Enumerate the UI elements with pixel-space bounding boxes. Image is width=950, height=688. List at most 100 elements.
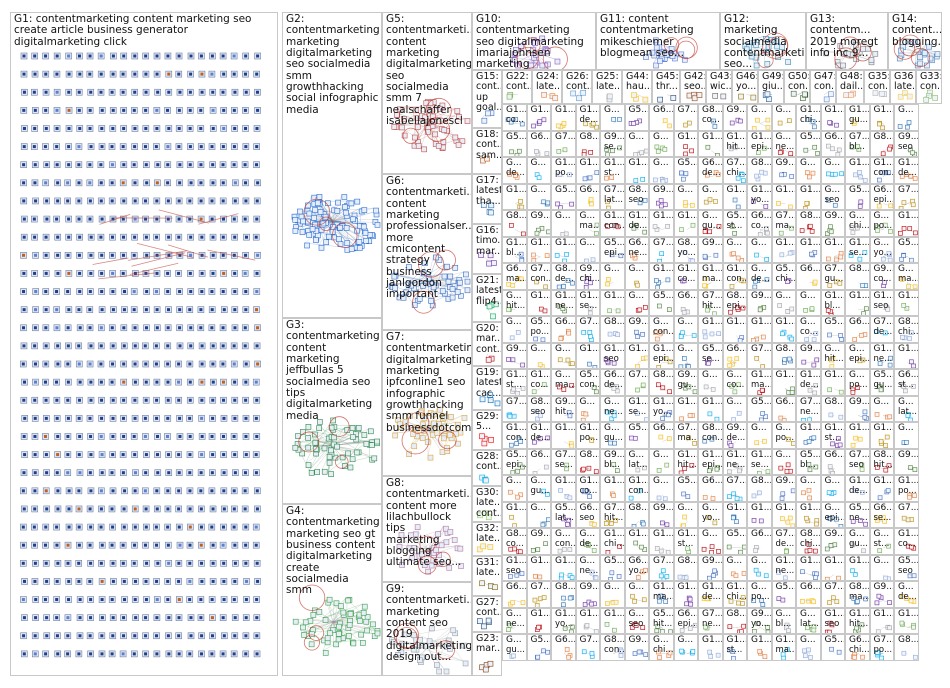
node-vertex	[520, 386, 526, 391]
node-vertex	[441, 127, 448, 133]
node-vertex	[583, 258, 589, 263]
node-vertex-core	[66, 434, 70, 438]
node-vertex-core	[77, 489, 81, 493]
node-vertex	[584, 279, 589, 285]
node-vertex	[353, 449, 360, 456]
node-vertex-core	[77, 453, 81, 457]
node-vertex-core	[232, 217, 236, 221]
mini-group-graph	[628, 435, 638, 442]
edge	[823, 91, 829, 96]
node-vertex-core	[55, 543, 59, 547]
node-vertex	[811, 337, 817, 342]
group-graph-g50	[790, 90, 809, 101]
mini-group: G8...chi...	[894, 316, 919, 343]
node-vertex-core	[200, 271, 204, 275]
node-vertex-core	[188, 561, 192, 565]
node-vertex	[518, 276, 524, 282]
group-graph-g15	[481, 110, 495, 124]
mini-group-graph	[654, 144, 668, 154]
mini-group: G...	[894, 104, 919, 131]
node-vertex	[762, 170, 768, 176]
node-vertex-core	[256, 181, 260, 185]
node-vertex-core	[189, 235, 193, 239]
node-vertex-core	[244, 54, 248, 58]
node-vertex	[515, 330, 521, 335]
node-vertex	[827, 224, 833, 230]
node-vertex	[308, 470, 315, 476]
group-graph-g49	[762, 91, 773, 102]
node-vertex-core	[177, 362, 181, 366]
node-vertex-core	[122, 54, 126, 58]
node-vertex	[849, 225, 855, 230]
node-vertex	[485, 110, 491, 117]
node-vertex-core	[67, 54, 71, 58]
node-vertex	[297, 208, 303, 215]
node-vertex	[659, 203, 664, 208]
mini-group-graph	[702, 276, 712, 289]
mini-group-graph	[581, 149, 593, 157]
node-vertex-core	[188, 163, 192, 167]
node-vertex	[326, 596, 333, 603]
node-vertex-core	[200, 290, 204, 294]
node-vertex	[886, 146, 892, 151]
node-vertex-core	[55, 326, 59, 330]
node-vertex-core	[211, 416, 215, 420]
node-vertex	[409, 555, 416, 562]
node-vertex-core	[110, 543, 114, 547]
node-vertex-core	[221, 326, 225, 330]
node-vertex-core	[44, 344, 48, 348]
edge	[637, 94, 644, 98]
mini-group-graph	[634, 410, 649, 422]
node-vertex	[899, 256, 904, 262]
mini-group-graph	[509, 148, 522, 157]
node-vertex	[305, 423, 312, 430]
node-vertex-core	[133, 471, 137, 475]
node-vertex	[615, 224, 621, 230]
node-vertex-core	[221, 54, 225, 58]
mini-group: G5...	[649, 289, 674, 316]
node-vertex-core	[22, 54, 26, 58]
node-vertex	[582, 121, 588, 127]
node-vertex	[665, 224, 670, 229]
node-vertex	[326, 233, 332, 240]
mini-group-graph	[779, 329, 794, 342]
node-vertex-core	[188, 308, 192, 312]
node-vertex-core	[177, 507, 181, 511]
node-vertex	[570, 90, 577, 97]
mini-group: G5...	[502, 130, 527, 157]
node-vertex-core	[189, 326, 193, 330]
node-vertex-core	[144, 90, 148, 94]
node-vertex	[812, 144, 818, 150]
node-vertex	[781, 356, 787, 362]
mini-group: G...	[673, 183, 698, 210]
node-vertex-core	[67, 90, 71, 94]
node-vertex-core	[233, 398, 237, 402]
node-vertex	[456, 114, 462, 120]
node-vertex-core	[233, 308, 237, 312]
node-vertex-core	[132, 290, 136, 294]
node-vertex	[827, 283, 832, 288]
mini-group-graph	[635, 304, 648, 313]
node-vertex	[438, 542, 445, 549]
mini-group-graph	[777, 149, 793, 156]
node-vertex	[733, 355, 739, 361]
node-vertex	[754, 440, 760, 446]
group-g48: G48: dail...	[836, 70, 864, 104]
node-vertex	[785, 59, 791, 65]
mini-group-graph	[604, 145, 622, 157]
node-vertex-core	[211, 579, 215, 583]
mini-group: G1...	[820, 104, 845, 131]
node-vertex-core	[44, 72, 48, 76]
node-vertex-core	[199, 616, 203, 620]
node-vertex	[406, 264, 412, 270]
node-vertex	[345, 633, 352, 639]
node-vertex	[447, 529, 454, 535]
node-vertex	[300, 218, 306, 225]
node-vertex	[751, 198, 756, 204]
mini-group-graph	[848, 249, 868, 261]
node-vertex	[631, 92, 637, 98]
node-vertex-core	[43, 434, 47, 438]
node-vertex-core	[21, 362, 25, 366]
group-graph-g17	[480, 202, 495, 216]
node-vertex	[876, 203, 881, 208]
